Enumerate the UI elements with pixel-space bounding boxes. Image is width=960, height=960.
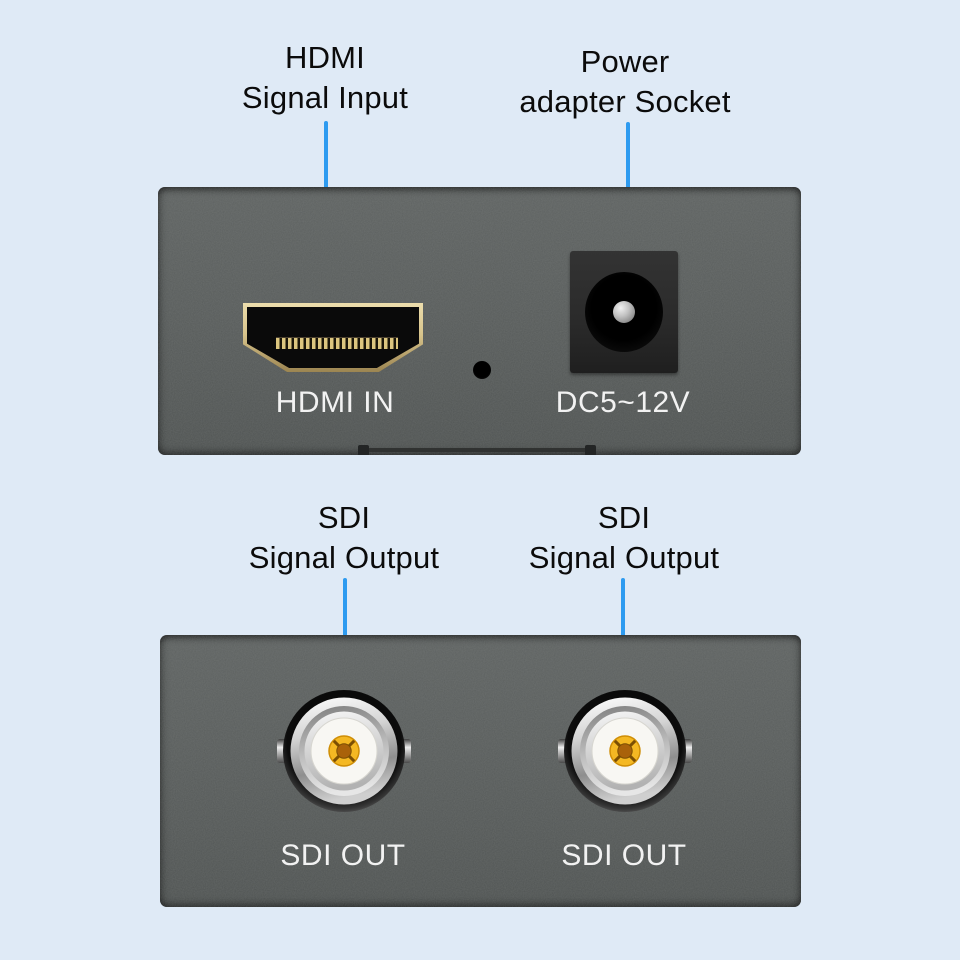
panel-groove-tab-right — [585, 445, 596, 455]
sdi-left-callout-arrow-line — [343, 578, 347, 688]
dc-socket-center-pin — [613, 301, 635, 323]
hdmi-input-callout: HDMI Signal Input — [175, 38, 475, 118]
sdi-output-right-callout: SDI Signal Output — [474, 498, 774, 578]
bnc-connector-left-icon — [276, 683, 412, 819]
sdi-output-left-callout-line2: Signal Output — [248, 540, 440, 575]
dc-voltage-label: DC5~12V — [555, 386, 691, 419]
sdi-out-left-label: SDI OUT — [280, 839, 406, 872]
converter-front-panel: SDI OUT SDI OUT — [160, 635, 801, 907]
panel-groove-tab-left — [358, 445, 369, 455]
sdi-out-right-label: SDI OUT — [561, 839, 687, 872]
converter-rear-panel: HDMI IN DC5~12V — [158, 187, 801, 455]
power-socket-callout-line2: adapter Socket — [519, 84, 731, 119]
dc-power-socket-icon — [570, 251, 678, 373]
hdmi-port-pins — [276, 337, 398, 349]
hdmi-in-label: HDMI IN — [275, 386, 395, 419]
sdi-output-left-callout-line1: SDI — [317, 500, 371, 535]
hdmi-input-callout-line1: HDMI — [284, 40, 365, 75]
hdmi-input-callout-line2: Signal Input — [241, 80, 409, 115]
led-indicator-hole — [473, 361, 491, 379]
dc-socket-barrel — [585, 272, 663, 352]
power-socket-callout: Power adapter Socket — [475, 42, 775, 122]
sdi-right-callout-arrow-line — [621, 578, 625, 685]
hdmi-port-icon — [243, 303, 423, 372]
sdi-output-right-callout-line2: Signal Output — [528, 540, 720, 575]
sdi-output-right-callout-line1: SDI — [597, 500, 651, 535]
hdmi-port-cavity — [247, 307, 419, 368]
power-socket-callout-line1: Power — [580, 44, 670, 79]
panel-bottom-groove — [368, 448, 590, 452]
bnc-connector-right-icon — [557, 683, 693, 819]
sdi-output-left-callout: SDI Signal Output — [194, 498, 494, 578]
